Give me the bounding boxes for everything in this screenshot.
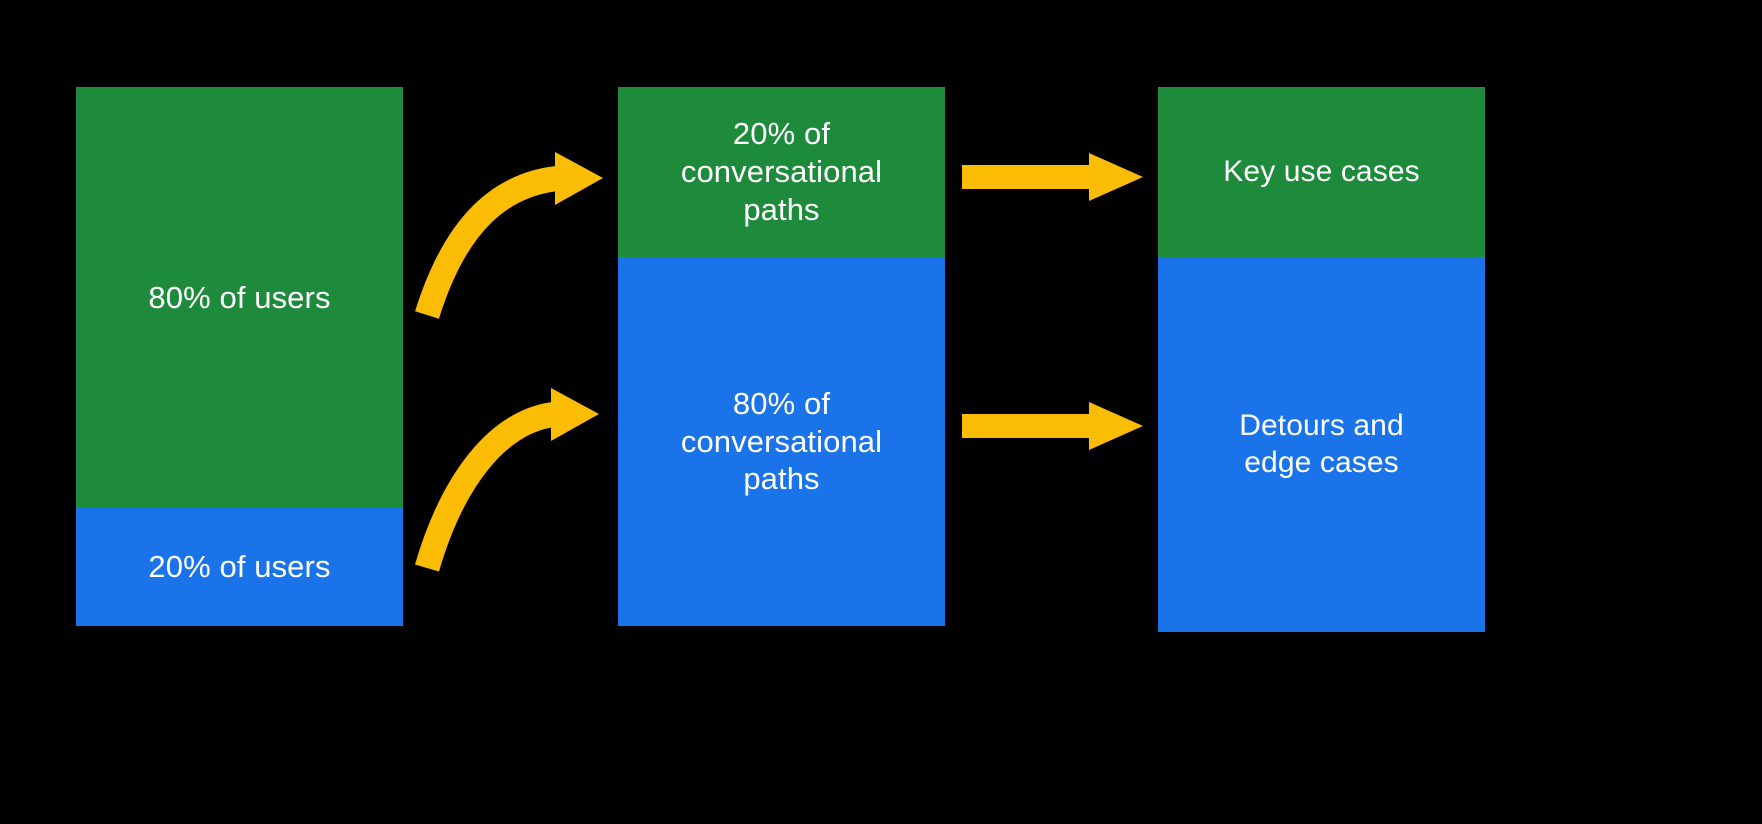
segment-paths-minority: 20% of conversational paths <box>618 87 945 257</box>
segment-detours-edge-cases: Detours and edge cases <box>1158 257 1485 632</box>
conversational-paths-column: 20% of conversational paths 80% of conve… <box>618 87 945 626</box>
segment-label-key-use-cases: Key use cases <box>1223 154 1420 188</box>
use-cases-column: Key use cases Detours and edge cases <box>1158 87 1485 632</box>
user-distribution-column: 80% of users 20% of users <box>76 87 403 626</box>
arrow-users-majority-to-paths-minority <box>415 152 603 319</box>
segment-label-detours-edge-cases: Detours and edge cases <box>1239 408 1404 479</box>
arrow-users-minority-to-paths-majority <box>414 388 599 572</box>
arrow-paths-majority-to-detours <box>962 402 1143 450</box>
segment-users-majority: 80% of users <box>76 87 403 508</box>
segment-label-users-minority: 20% of users <box>148 549 331 585</box>
segment-label-paths-majority: 80% of conversational paths <box>680 385 883 497</box>
segment-label-paths-minority: 20% of conversational paths <box>680 116 883 227</box>
segment-key-use-cases: Key use cases <box>1158 87 1485 257</box>
arrow-paths-minority-to-key-use-cases <box>962 153 1143 201</box>
segment-users-minority: 20% of users <box>76 508 403 626</box>
segment-label-users-majority: 80% of users <box>148 279 331 315</box>
segment-paths-majority: 80% of conversational paths <box>618 257 945 626</box>
